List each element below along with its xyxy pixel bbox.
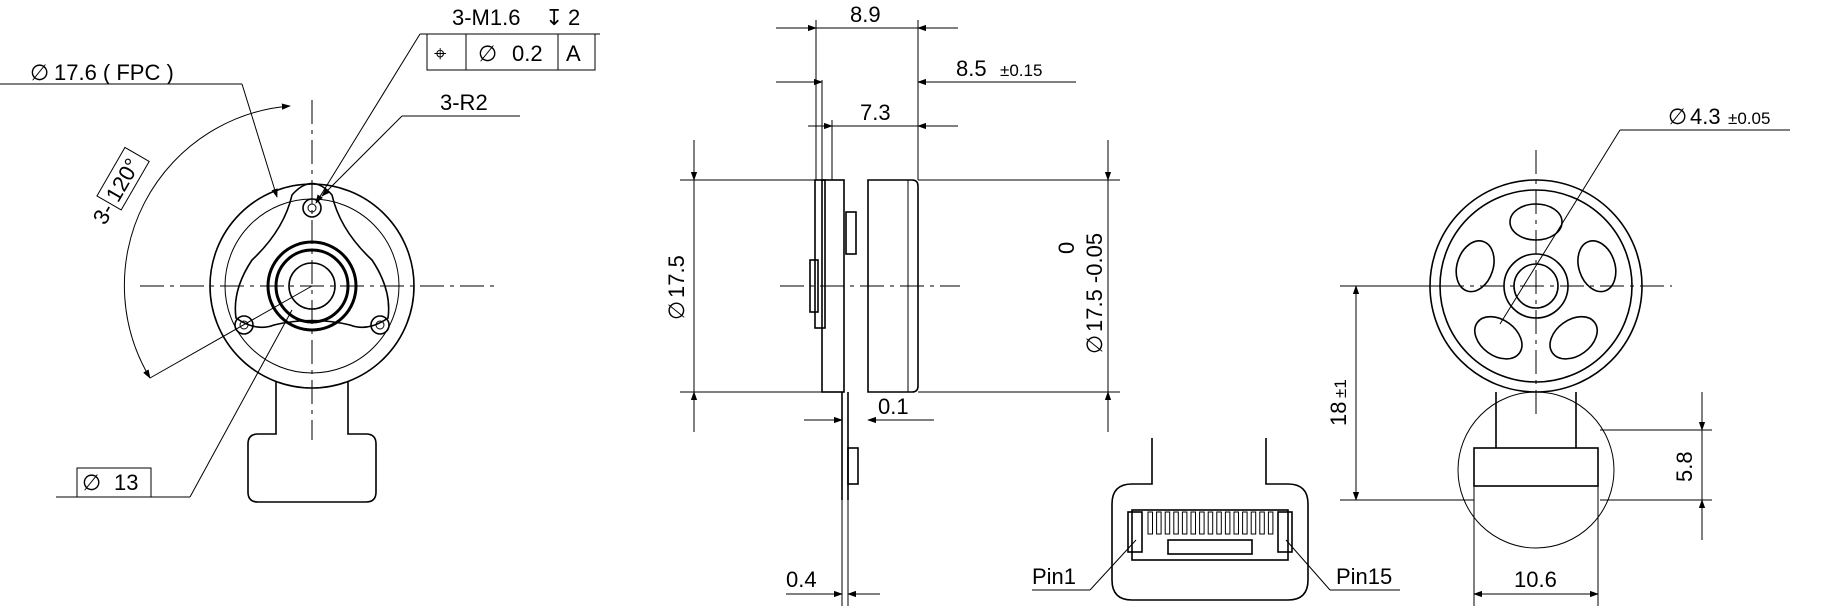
side-connector xyxy=(847,447,859,485)
mount-hole-top-inner xyxy=(307,203,317,213)
pin15-label: Pin15 xyxy=(1336,564,1392,589)
angle-arc xyxy=(123,103,291,379)
diameter-left-value: 17.5 xyxy=(664,255,689,298)
pin1-leader xyxy=(1089,539,1137,591)
diameter-tol-upper-group: 0 xyxy=(1054,242,1079,254)
bolt-circle-leader xyxy=(189,309,293,498)
mount-hole-right xyxy=(370,315,390,335)
connector-pin xyxy=(1267,511,1274,535)
side-bearing-stub xyxy=(809,259,819,313)
front-fpc-tab xyxy=(247,382,377,503)
position-tolerance-value: 0.2 xyxy=(512,41,543,66)
rear-spoke-windows xyxy=(1455,203,1617,360)
spoke-window xyxy=(1474,315,1523,360)
connector-pins xyxy=(1147,511,1274,535)
angle-basic-box xyxy=(96,146,150,211)
connector-pin xyxy=(1173,511,1179,535)
datum-label: A xyxy=(566,41,581,66)
hole-callout-leader xyxy=(315,33,421,204)
depth-symbol: ↧ xyxy=(545,5,563,30)
width-body: 8.5 xyxy=(956,56,987,81)
connector-latch xyxy=(1167,539,1253,555)
connector-end-right xyxy=(1277,511,1293,553)
bolt-circle-diameter-symbol: ∅ xyxy=(82,470,101,495)
pin1-label: Pin1 xyxy=(1032,564,1076,589)
bore-value: 4.3 xyxy=(1690,104,1721,129)
tab-width-value: 10.6 xyxy=(1514,567,1557,592)
connector-pin xyxy=(1242,511,1248,535)
angle-prefix: 3- xyxy=(88,199,119,228)
length-tol: ±1 xyxy=(1331,379,1350,398)
fpc-diameter-label: 17.6 ( FPC ) xyxy=(54,60,174,85)
tab-height-value: 5.8 xyxy=(1672,451,1697,482)
connector-fpc-outline xyxy=(1111,438,1309,601)
diameter-left-label: ∅ 17.5 xyxy=(664,255,689,320)
connector-pin xyxy=(1190,511,1196,535)
diameter-left-symbol: ∅ xyxy=(664,301,689,320)
bolt-circle-box xyxy=(76,467,152,498)
pin15-leader xyxy=(1285,539,1331,591)
bore-leader xyxy=(1499,129,1621,325)
diameter-right-label: ∅ 17.5 -0.05 xyxy=(1082,233,1107,354)
diameter-tol-upper: 0 xyxy=(1054,242,1079,254)
width-overall: 8.9 xyxy=(850,2,881,27)
connector-pin xyxy=(1164,511,1171,535)
side-flange-plate xyxy=(821,179,845,393)
connector-view: Pin1 Pin15 xyxy=(1032,438,1400,601)
mount-hole-right-inner xyxy=(375,320,385,330)
side-view: 8.9 8.5 ±0.15 7.3 ∅ 17.5 ∅ 17.5 -0.05 xyxy=(664,2,1120,606)
connector-pin xyxy=(1233,511,1239,535)
position-symbol: ⌖ xyxy=(434,41,446,66)
tab-height-label: 5.8 xyxy=(1672,451,1697,482)
connector-body xyxy=(1131,509,1289,561)
width-body-tol: ±0.15 xyxy=(1000,61,1042,80)
rear-hub xyxy=(1503,253,1569,319)
fpc-thickness-value: 0.4 xyxy=(786,567,817,592)
connector-pin xyxy=(1224,511,1231,535)
hole-depth-value: 2 xyxy=(568,5,580,30)
hole-callout-label: 3-M1.6 xyxy=(452,5,520,30)
connector-pin xyxy=(1216,511,1222,535)
bolt-circle-value: 13 xyxy=(114,470,138,495)
diameter-right-symbol: ∅ xyxy=(1082,335,1107,354)
connector-pin xyxy=(1259,511,1265,535)
spoke-window xyxy=(1577,240,1617,293)
gap-value: 0.1 xyxy=(878,394,909,419)
feature-control-frame: ⌖ ∅ 0.2 A xyxy=(426,33,596,71)
fcf-border xyxy=(426,33,596,71)
diameter-right-value: 17.5 -0.05 xyxy=(1082,233,1107,332)
rear-bore xyxy=(1513,263,1559,309)
spoke-window xyxy=(1455,240,1495,293)
mount-hole-top xyxy=(302,198,322,218)
connector-pin xyxy=(1147,511,1153,535)
bore-diameter-symbol: ∅ xyxy=(1668,104,1687,129)
fpc-diameter-leader xyxy=(241,83,278,198)
angle-extension-line xyxy=(149,285,313,379)
connector-pin xyxy=(1181,511,1188,535)
rear-tab-connector xyxy=(1473,447,1599,487)
connector-pin xyxy=(1250,511,1257,535)
rear-view: ∅ 4.3 ±0.05 18 ±1 5.8 10.6 xyxy=(1326,104,1790,606)
side-component xyxy=(845,211,857,255)
length-value: 18 xyxy=(1326,402,1351,426)
radius-callout-leader xyxy=(321,115,403,197)
angle-label-group: 3- 120° xyxy=(88,146,150,228)
front-view: ∅ 17.6 ( FPC ) 3-M1.6 ↧ 2 ⌖ ∅ 0.2 A 3-R2… xyxy=(0,5,600,503)
radius-callout-label: 3-R2 xyxy=(440,90,488,115)
fpc-diameter-symbol: ∅ xyxy=(30,60,49,85)
side-stator-stack xyxy=(814,179,826,329)
rear-detail-circle xyxy=(1457,391,1615,549)
connector-pin xyxy=(1156,511,1162,535)
connector-pin xyxy=(1199,511,1205,535)
width-housing: 7.3 xyxy=(860,100,891,125)
connector-end-left xyxy=(1127,511,1143,553)
connector-pin xyxy=(1207,511,1214,535)
spoke-window xyxy=(1509,203,1563,241)
bore-tolerance: ±0.05 xyxy=(1728,109,1770,128)
tolerance-diameter-symbol: ∅ xyxy=(478,41,497,66)
spoke-window xyxy=(1549,315,1598,360)
side-housing xyxy=(867,179,919,393)
length-label: 18 ±1 xyxy=(1326,379,1351,426)
